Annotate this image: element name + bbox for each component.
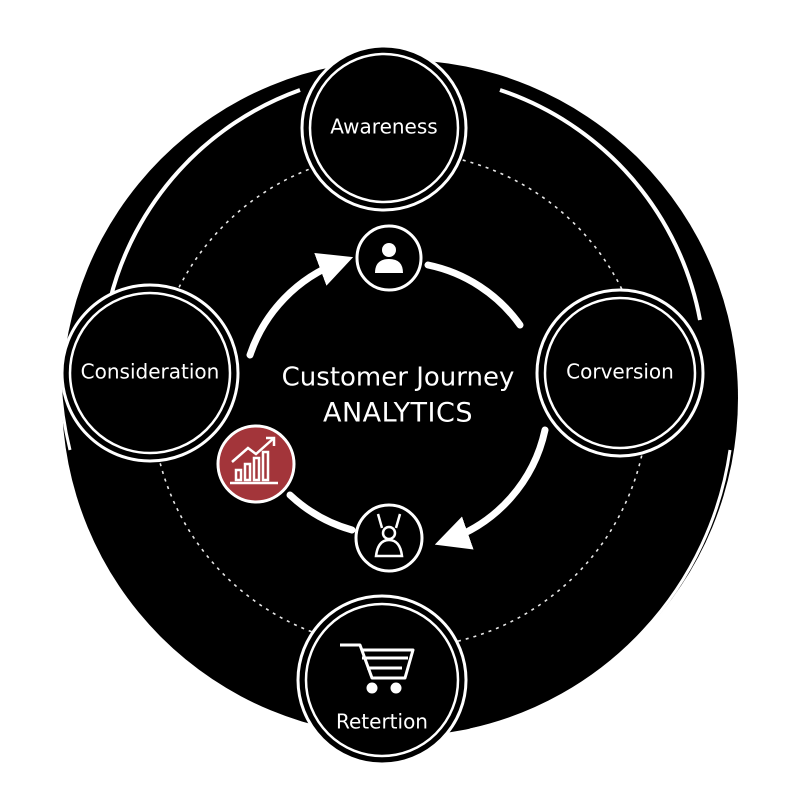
stage-node-awareness: Awareness: [300, 44, 468, 212]
stage-label-conversion: Corversion: [566, 360, 674, 384]
stage-node-retention: Retertion: [296, 594, 468, 766]
flow-arrow-lower-right: [434, 426, 549, 550]
stage-node-conversion: Corversion: [535, 288, 705, 458]
inner-node-top: [355, 224, 423, 292]
bar-chart-growth-icon: [230, 436, 278, 485]
inner-node-bottom: [354, 503, 424, 573]
stage-label-awareness: Awareness: [330, 115, 437, 139]
user-icon: [375, 243, 403, 273]
stage-label-consideration: Consideration: [81, 360, 220, 384]
shopping-cart-icon: [340, 643, 415, 694]
stage-node-consideration: Consideration: [60, 283, 240, 463]
flow-arc-upper-right: [424, 261, 524, 329]
outer-arc-top-right: [499, 88, 702, 321]
main-disc: [62, 60, 738, 736]
outer-arc-left: [58, 359, 72, 451]
stage-label-retention: Retertion: [336, 710, 428, 734]
outer-arc-bottom-right: [469, 449, 732, 732]
flow-arrow-upper-left: [246, 252, 354, 359]
analytics-node: [216, 424, 296, 504]
center-subtitle: ANALYTICS: [323, 398, 473, 429]
outer-arc-top-left: [108, 88, 301, 301]
flow-arc-lower-left: [286, 491, 356, 534]
center-title: Customer Journey: [282, 363, 515, 393]
person-bunny-icon: [374, 513, 404, 558]
